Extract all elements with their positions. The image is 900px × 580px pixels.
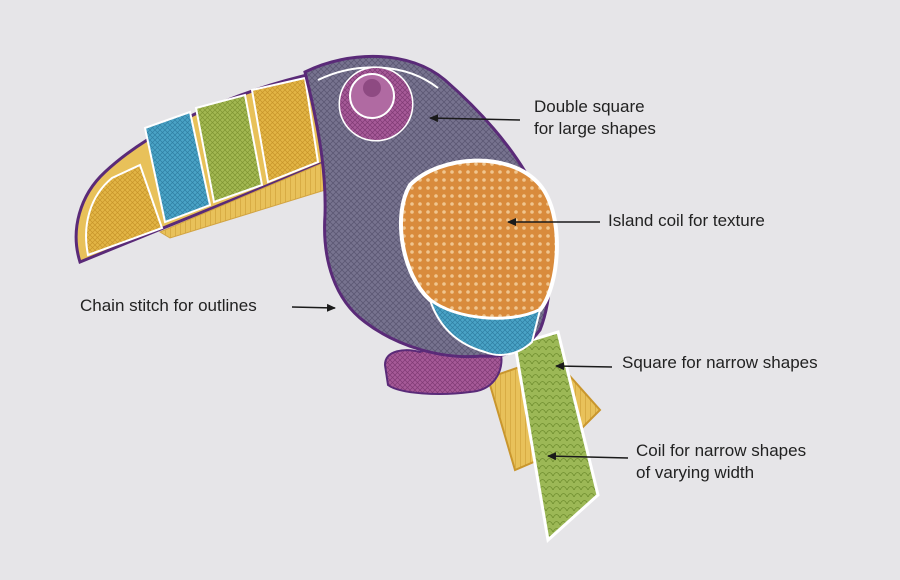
label-coil-varying: Coil for narrow shapes of varying width	[636, 441, 807, 482]
arrow-double-square	[429, 114, 521, 123]
tail-feathers	[486, 330, 602, 543]
eye	[338, 66, 414, 142]
label-double-square: Double square for large shapes	[534, 97, 656, 138]
arrow-chain-stitch	[291, 303, 336, 312]
arrow-coil-varying	[547, 452, 629, 461]
arrow-square-narrow	[555, 362, 613, 371]
label-chain-stitch: Chain stitch for outlines	[80, 296, 257, 315]
beak	[74, 70, 339, 265]
callout-arrows	[291, 114, 629, 461]
label-island-coil: Island coil for texture	[608, 211, 765, 230]
belly	[398, 158, 559, 356]
label-square-narrow: Square for narrow shapes	[622, 353, 818, 372]
